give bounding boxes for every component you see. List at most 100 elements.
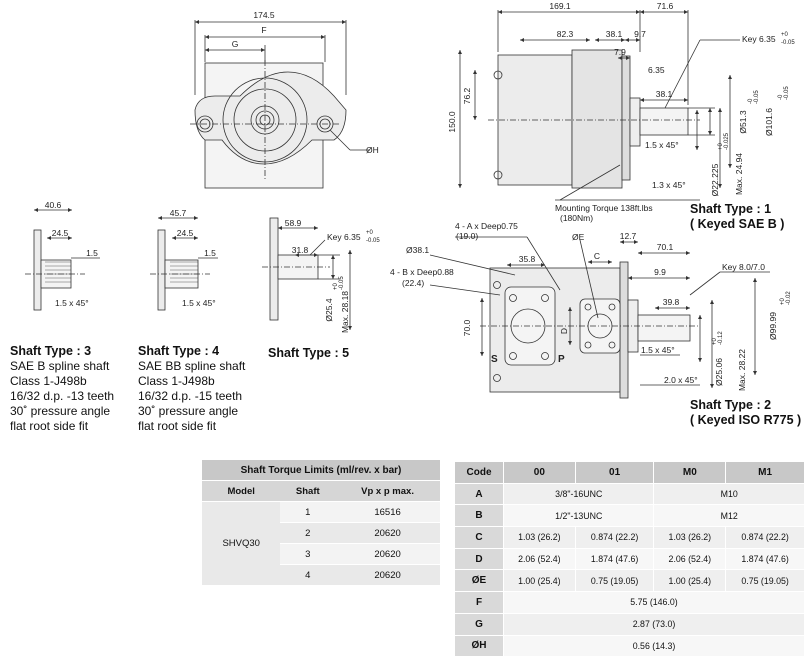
- table-row: 2 20620: [202, 522, 440, 544]
- caption-shaft-type-2: Shaft Type : 2 ( Keyed ISO R775 ): [690, 398, 801, 428]
- torque-value: 20620: [335, 522, 440, 544]
- shaft4-line: 30˚ pressure angle: [138, 404, 239, 418]
- dim-dia-22: Ø22.225: [710, 163, 720, 196]
- dia-101-tol-up: -0: [778, 94, 784, 100]
- shaft5-a: 31.8: [292, 245, 309, 255]
- dim-height-150: 150.0: [447, 111, 457, 133]
- code-header: 01: [575, 462, 655, 484]
- shaft4-len: 45.7: [170, 208, 187, 218]
- torque-model: SHVQ30: [202, 501, 281, 586]
- torque-shaft: 4: [280, 564, 336, 586]
- port-key: Key 8.0/7.0: [722, 262, 765, 272]
- torque-label: Mounting Torque 138ft.lbs: [555, 203, 653, 213]
- code-cell: 1.00 (25.4): [503, 569, 576, 593]
- port-dia-25-tol-dn: -0.12: [718, 331, 724, 345]
- port-d70: 70.0: [462, 319, 472, 336]
- port-max-28: Max. 28.22: [737, 349, 747, 391]
- dia-51-tol-dn: -0.05: [754, 90, 760, 104]
- torque-shaft: 1: [280, 501, 336, 523]
- shaft3-line: 16/32 d.p. -13 teeth: [10, 389, 115, 403]
- shaft3-chamfer: 1.5 x 45°: [55, 298, 89, 308]
- shaft2-title: Shaft Type : 2: [690, 398, 772, 412]
- torque-header-shaft: Shaft: [280, 480, 336, 502]
- torque-value: 16516: [335, 501, 440, 523]
- code-cell: 1.874 (47.6): [725, 548, 805, 571]
- dim-g: G: [232, 39, 239, 49]
- shaft4-drawing: [150, 216, 218, 311]
- table-row: F 5.75 (146.0): [455, 591, 805, 614]
- code-header: M1: [725, 462, 805, 484]
- dia-22-tol-dn: -0.025: [724, 132, 730, 150]
- port-dia-25: Ø25.06: [714, 358, 724, 386]
- code-cell: 1.874 (47.6): [575, 548, 655, 571]
- shaft5-title: Shaft Type : 5: [268, 346, 350, 360]
- code-cell: 3/8"-16UNC: [503, 483, 655, 506]
- caption-shaft-type-5: Shaft Type : 5: [268, 346, 349, 361]
- shaft5-key-tol-dn: -0.05: [366, 238, 380, 244]
- shaft3-b: 1.5: [86, 248, 98, 258]
- table-row: B 1/2"-13UNC M12: [455, 504, 805, 528]
- torque-nm-label: (180Nm): [560, 213, 593, 223]
- code-cell: M12: [653, 504, 805, 528]
- code-key: A: [455, 483, 504, 506]
- dia-101-tol-dn: -0.05: [784, 86, 790, 100]
- table-row: ØH 0.56 (14.3): [455, 635, 805, 658]
- code-key: D: [455, 548, 504, 571]
- port-b-label: 4 - B x Deep0.88: [390, 267, 454, 277]
- caption-shaft-type-3: Shaft Type : 3 SAE B spline shaft Class …: [10, 344, 114, 434]
- code-header: M0: [653, 462, 727, 484]
- code-key: F: [455, 591, 504, 614]
- dim-dia-51: Ø51.3: [738, 110, 748, 133]
- code-key: C: [455, 526, 504, 549]
- dim-height-76: 76.2: [462, 87, 472, 104]
- shaft4-a: 24.5: [177, 228, 194, 238]
- code-cell: 0.874 (22.2): [575, 526, 655, 549]
- dim-hole-dia: ØH: [366, 145, 379, 155]
- port-dia-99: Ø99.99: [768, 312, 778, 340]
- code-cell: 5.75 (146.0): [503, 591, 805, 614]
- code-cell: 0.56 (14.3): [503, 635, 805, 658]
- port-chamfer-2: 2.0 x 45°: [664, 375, 698, 385]
- code-cell: M10: [653, 483, 805, 506]
- shaft4-line: 16/32 d.p. -15 teeth: [138, 389, 243, 403]
- shaft5-len: 58.9: [285, 218, 302, 228]
- code-cell: 1.03 (26.2): [503, 526, 576, 549]
- port-a-sub: (19.0): [456, 231, 478, 241]
- table-row: G 2.87 (73.0): [455, 613, 805, 636]
- dim-f: F: [261, 25, 266, 35]
- dim-len-total: 169.1: [549, 1, 571, 11]
- code-cell: 1.03 (26.2): [653, 526, 727, 549]
- shaft4-title: Shaft Type : 4: [138, 344, 220, 358]
- dim-len-7-9: 7.9: [614, 47, 626, 57]
- shaft5-dia-tol-up: +0: [333, 282, 339, 290]
- port-d12-7: 12.7: [620, 231, 637, 241]
- code-cell: 2.06 (52.4): [503, 548, 576, 571]
- port-c: C: [594, 251, 600, 261]
- dim-shaft-len: 38.1: [656, 89, 673, 99]
- code-header: Code: [455, 462, 504, 484]
- port-a-label: 4 - A x Deep0.75: [455, 221, 518, 231]
- table-row: 3 20620: [202, 543, 440, 565]
- shaft3-title: Shaft Type : 3: [10, 344, 92, 358]
- side-view: [458, 10, 740, 201]
- dia-51-tol-up: -0: [748, 98, 754, 104]
- shaft3-len: 40.6: [45, 200, 62, 210]
- shaft3-a: 24.5: [52, 228, 69, 238]
- table-row: D 2.06 (52.4) 1.874 (47.6) 2.06 (52.4) 1…: [455, 548, 805, 571]
- code-cell: 1/2"-13UNC: [503, 504, 655, 528]
- shaft4-chamfer: 1.5 x 45°: [182, 298, 216, 308]
- shaft3-drawing: [25, 208, 100, 311]
- torque-header-model: Model: [202, 480, 281, 502]
- dim-len-shaft-ext: 71.6: [657, 1, 674, 11]
- shaft1-title: Shaft Type : 1: [690, 202, 772, 216]
- key-label: Key 6.35: [742, 34, 776, 44]
- code-cell: 2.06 (52.4): [653, 548, 727, 571]
- table-row: C 1.03 (26.2) 0.874 (22.2) 1.03 (26.2) 0…: [455, 526, 805, 549]
- table-row: ØE 1.00 (25.4) 0.75 (19.05) 1.00 (25.4) …: [455, 569, 805, 593]
- caption-shaft-type-4: Shaft Type : 4 SAE BB spline shaft Class…: [138, 344, 245, 434]
- port-dia-99-tol-dn: -0.02: [786, 291, 792, 305]
- torque-value: 20620: [335, 564, 440, 586]
- port-o38: Ø38.1: [406, 245, 429, 255]
- port-dia-25-tol-up: +0: [712, 337, 718, 345]
- shaft5-dia: Ø25.4: [324, 298, 334, 321]
